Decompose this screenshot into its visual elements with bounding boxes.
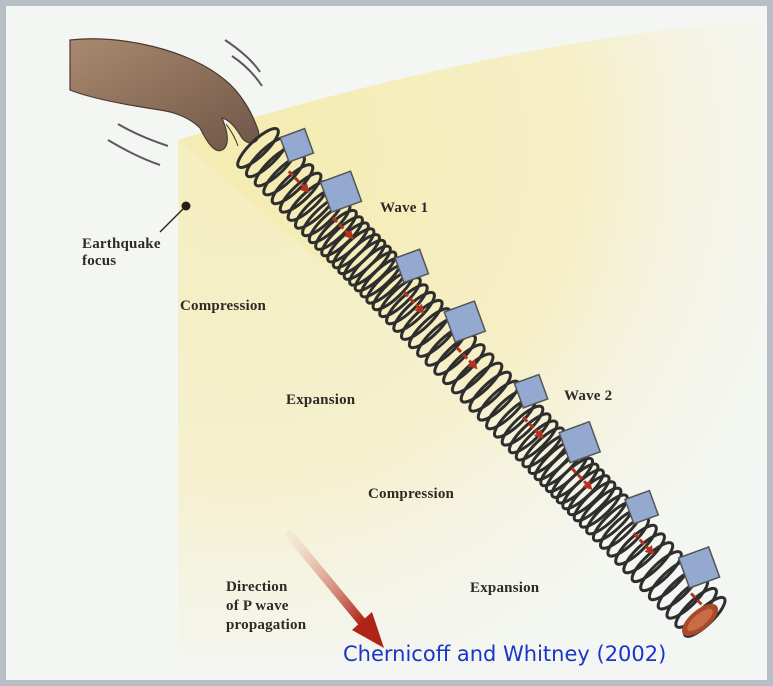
- direction-label-line3: propagation: [226, 616, 306, 635]
- wave1-label: Wave 1: [380, 200, 428, 217]
- earthquake-focus-label-line1: Earthquake: [82, 236, 161, 253]
- earthquake-focus-label: Earthquake focus: [82, 236, 161, 270]
- expansion-label-2: Expansion: [470, 580, 539, 597]
- image-credit: Chernicoff and Whitney (2002): [343, 642, 666, 666]
- direction-label-line1: Direction: [226, 578, 306, 597]
- earthquake-focus-label-line2: focus: [82, 253, 161, 270]
- wave2-label: Wave 2: [564, 388, 612, 405]
- compression-label-2: Compression: [368, 486, 454, 503]
- direction-label-line2: of P wave: [226, 597, 306, 616]
- expansion-label-1: Expansion: [286, 392, 355, 409]
- compression-label-1: Compression: [180, 298, 266, 315]
- direction-label: Direction of P wave propagation: [226, 578, 306, 635]
